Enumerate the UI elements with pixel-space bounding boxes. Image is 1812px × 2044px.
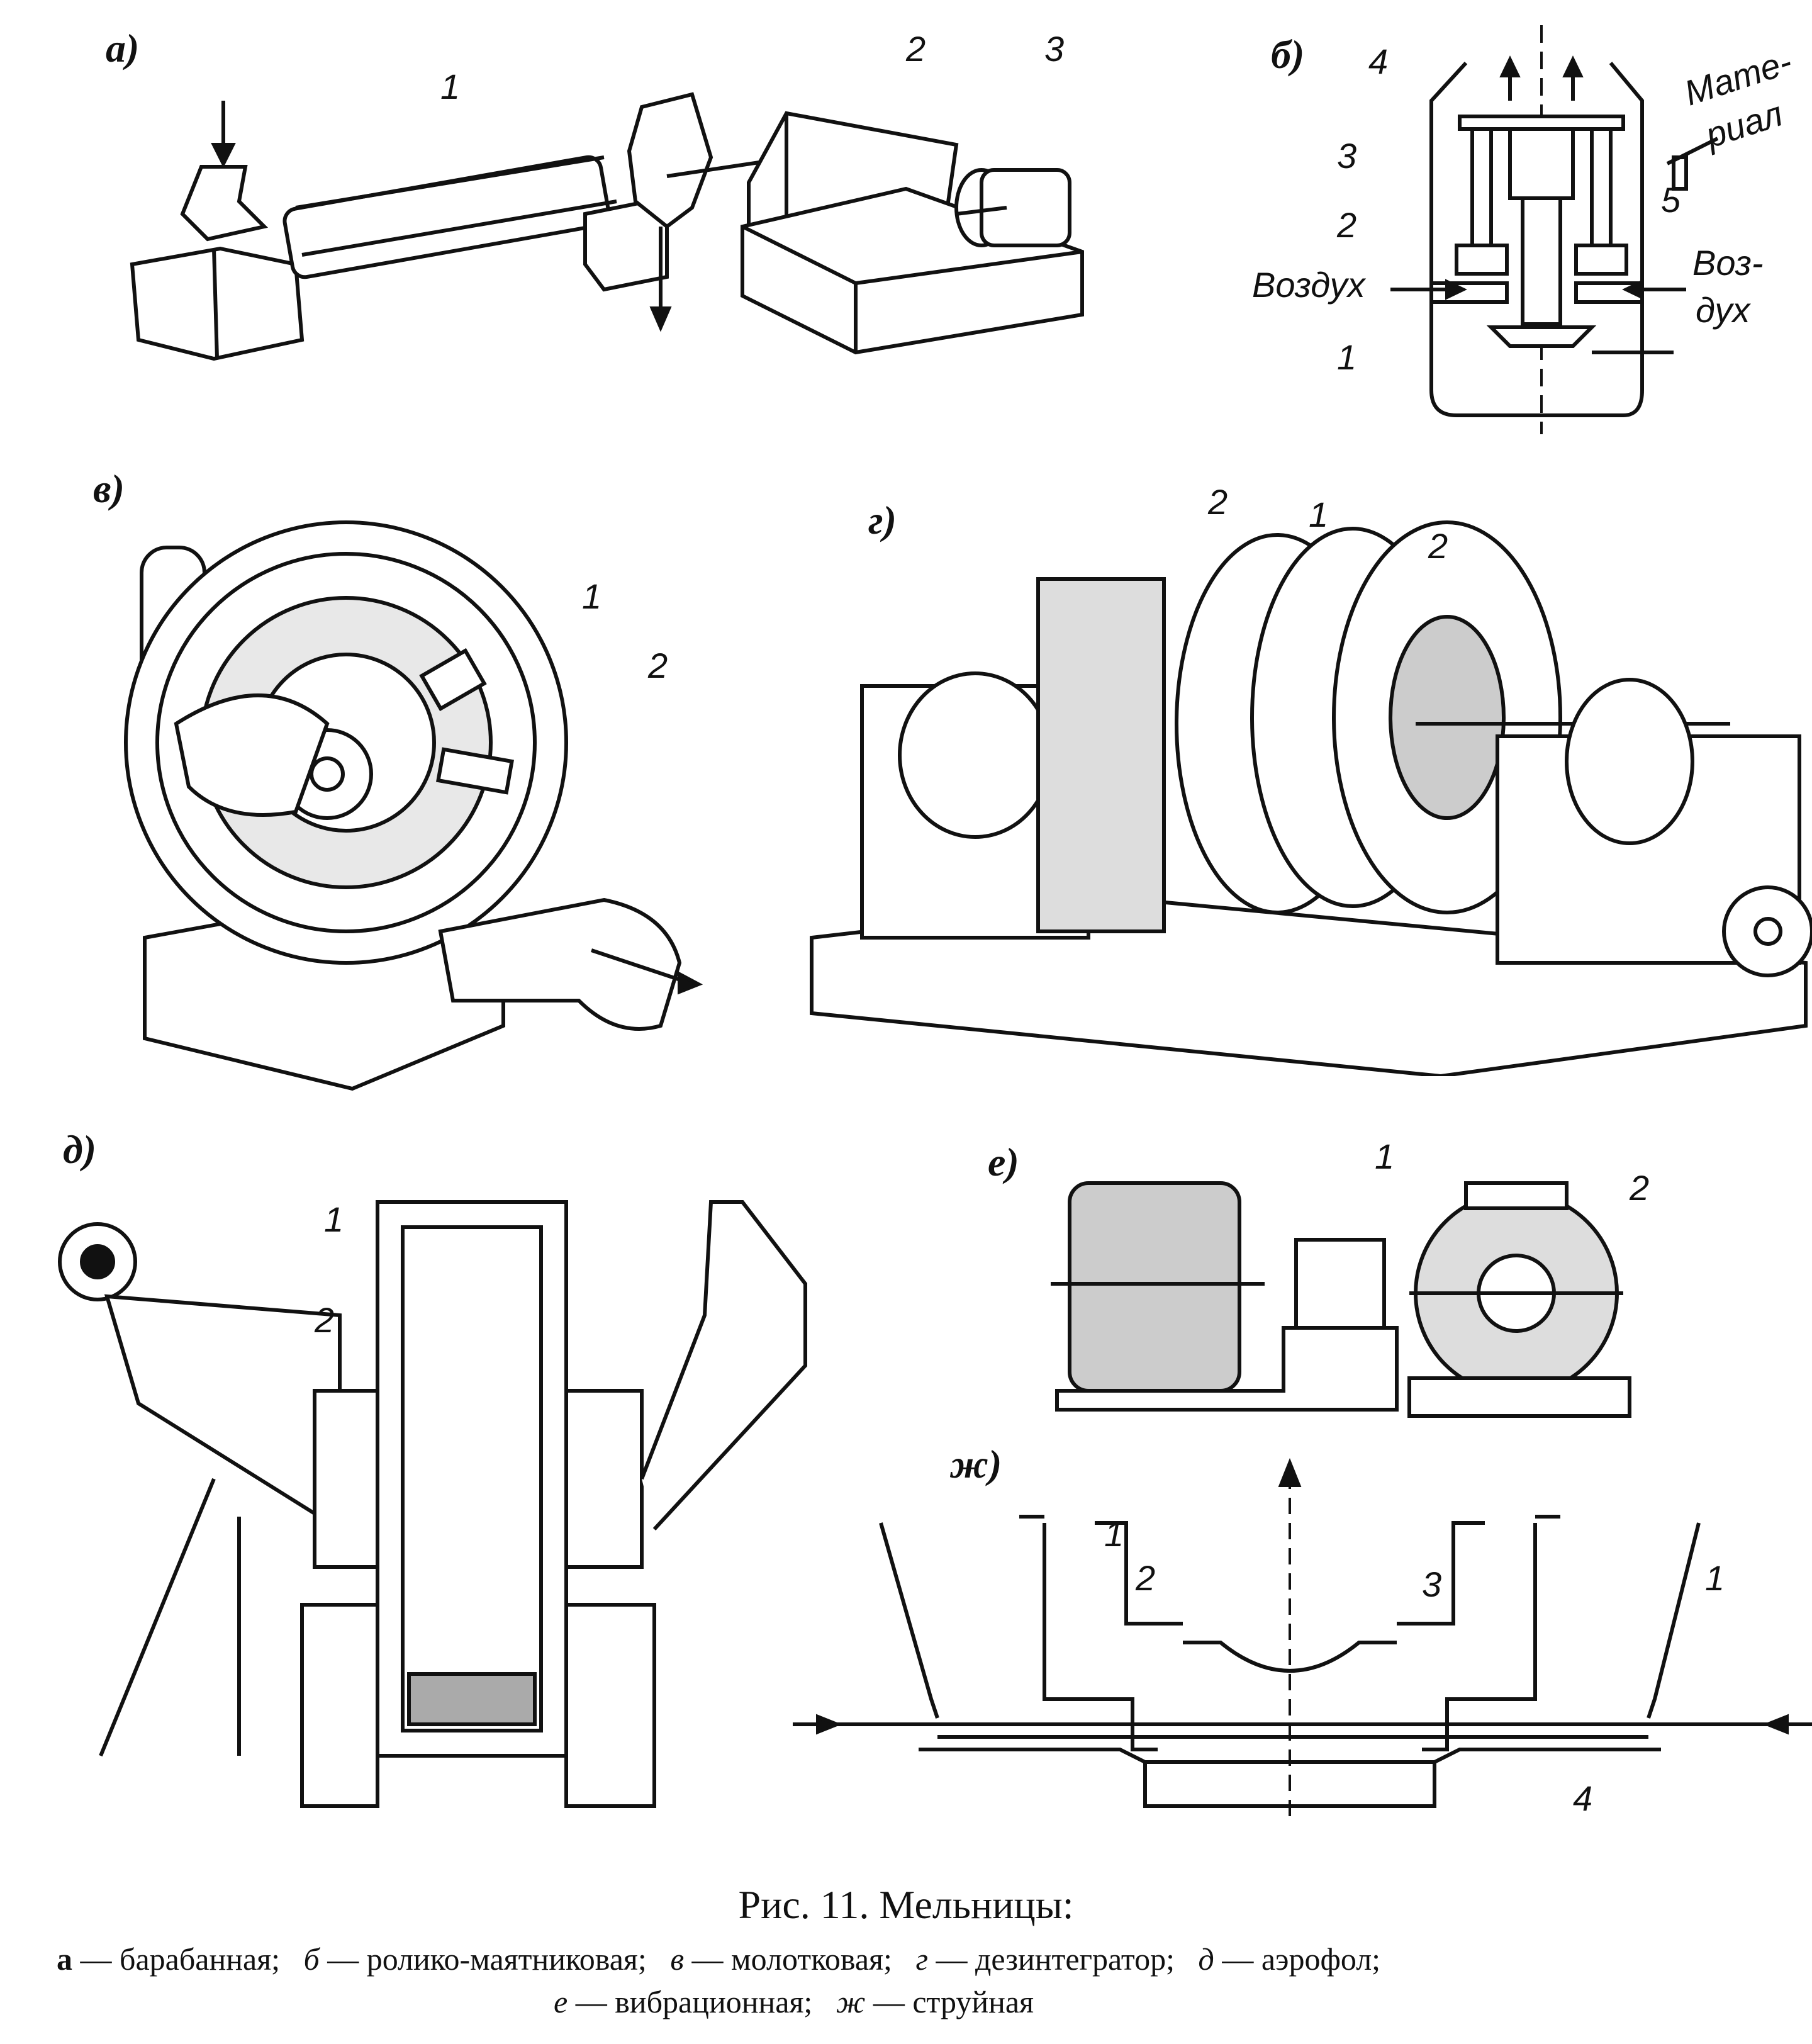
callout-b-1: 1	[1337, 337, 1357, 377]
panel-zh-label: ж)	[950, 1442, 1002, 1486]
callout-d-1: 1	[324, 1199, 344, 1239]
legend-item-a: а — барабанная;	[57, 1941, 281, 1977]
callout-zh-3: 3	[1422, 1564, 1442, 1604]
panel-b-label: б)	[1271, 32, 1305, 77]
jet-mill-drawing	[793, 1457, 1812, 1825]
callout-b-5: 5	[1661, 180, 1681, 220]
callout-e-2: 2	[1630, 1168, 1650, 1208]
callout-g-2b: 2	[1428, 526, 1448, 566]
panel-g-label: г)	[868, 498, 897, 542]
aerofall-drawing	[58, 1200, 807, 1808]
legend-item-e: е — вибрационная;	[554, 1984, 813, 2019]
callout-d-2: 2	[315, 1300, 335, 1340]
hammer-mill-drawing	[124, 520, 703, 1091]
panel-v-hammer-mill: в) 1 2	[0, 459, 755, 1114]
label-air-left: Воздух	[1252, 265, 1365, 305]
roller-mill-drawing	[1390, 25, 1719, 434]
panel-e-label: е)	[988, 1140, 1019, 1184]
panel-b-roller-mill: б) 4 3 2 1 5 Мате- риал Воздух Воз- дух	[1233, 0, 1812, 453]
callout-g-2a: 2	[1208, 482, 1228, 522]
callout-zh-1b: 1	[1705, 1558, 1725, 1598]
legend-item-zh: ж — струйная	[836, 1984, 1034, 2019]
panel-zh-jet-mill: ж) 1 2 3 1 4	[793, 1435, 1812, 1838]
legend-item-v: в — молотковая;	[670, 1941, 892, 1977]
callout-e-1: 1	[1375, 1137, 1395, 1176]
panel-d-aerofall: д) 1 2	[0, 1126, 830, 1825]
legend-item-d: д — аэрофол;	[1198, 1941, 1381, 1977]
callout-b-3: 3	[1337, 136, 1357, 176]
legend-item-b: б — ролико-маятниковая;	[303, 1941, 647, 1977]
label-air-right-1: Воз-	[1692, 243, 1764, 283]
label-air-right-2: дух	[1696, 290, 1750, 330]
callout-a-1: 1	[440, 67, 461, 106]
vibration-mill-drawing	[1051, 1181, 1631, 1418]
panel-d-label: д)	[63, 1127, 97, 1172]
callout-b-4: 4	[1368, 42, 1389, 81]
callout-g-1: 1	[1309, 495, 1329, 534]
callout-a-2: 2	[906, 29, 926, 69]
drum-mill-drawing	[130, 92, 1084, 361]
panel-a-label: а)	[106, 26, 140, 70]
callout-b-2: 2	[1337, 205, 1357, 245]
figure-legend: а — барабанная; б — ролико-маятниковая; …	[57, 1938, 1781, 2023]
panel-a-drum-mill: а) 1 2 3	[0, 0, 1170, 453]
legend-item-g: г — дезинтегратор;	[915, 1941, 1175, 1977]
disintegrator-drawing	[810, 520, 1812, 1076]
figure-caption: Рис. 11. Мельницы:	[738, 1882, 1074, 1927]
panel-e-vibration-mill: е) 1 2	[969, 1133, 1812, 1473]
callout-zh-2: 2	[1136, 1558, 1156, 1598]
panel-v-label: в)	[93, 466, 125, 511]
callout-zh-1a: 1	[1104, 1514, 1124, 1554]
callout-a-3: 3	[1044, 29, 1065, 69]
callout-v-2: 2	[648, 646, 668, 685]
panel-g-disintegrator: г) 2 1 2	[786, 459, 1812, 1076]
callout-v-1: 1	[582, 576, 602, 616]
callout-zh-4: 4	[1573, 1778, 1593, 1818]
